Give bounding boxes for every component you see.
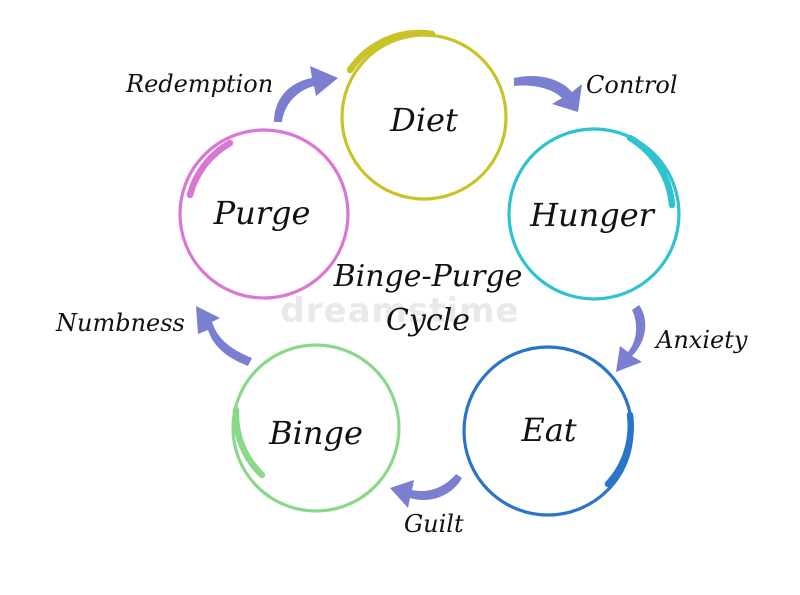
ring-hunger-accent [626,134,676,209]
watermark: dreamstime [280,291,519,331]
node-label-purge: Purge [213,194,311,232]
node-hunger: Hunger [507,127,681,301]
center-title-line2: Cycle [386,303,470,338]
ring-hunger [507,127,681,301]
node-label-hunger: Hunger [529,196,656,234]
arrow-hunger-to-eat [616,305,646,372]
arrow-binge-to-purge [196,306,252,366]
ring-binge-accent [232,406,266,479]
node-label-diet: Diet [389,101,458,139]
ring-diet-accent [346,29,436,74]
edge-label-guilt: Guilt [404,510,464,538]
node-eat: Eat [462,345,634,517]
center-title-line1: Binge-Purge [333,259,523,294]
ring-eat-accent [604,411,634,488]
ring-purge [178,128,350,300]
edge-label-anxiety: Anxiety [654,326,748,354]
ring-binge [231,343,401,513]
edge-label-numbness: Numbness [55,309,185,337]
arrow-purge-to-diet [274,66,338,122]
edge-label-control: Control [586,71,678,99]
arrow-diet-to-hunger [514,75,582,112]
arrow-eat-to-binge [390,474,462,508]
node-binge: Binge [231,343,401,513]
ring-purge-accent [186,139,234,199]
node-label-eat: Eat [520,411,576,449]
node-diet: Diet [340,29,508,201]
edge-label-redemption: Redemption [125,70,273,98]
node-purge: Purge [178,128,350,300]
node-label-binge: Binge [268,414,363,452]
